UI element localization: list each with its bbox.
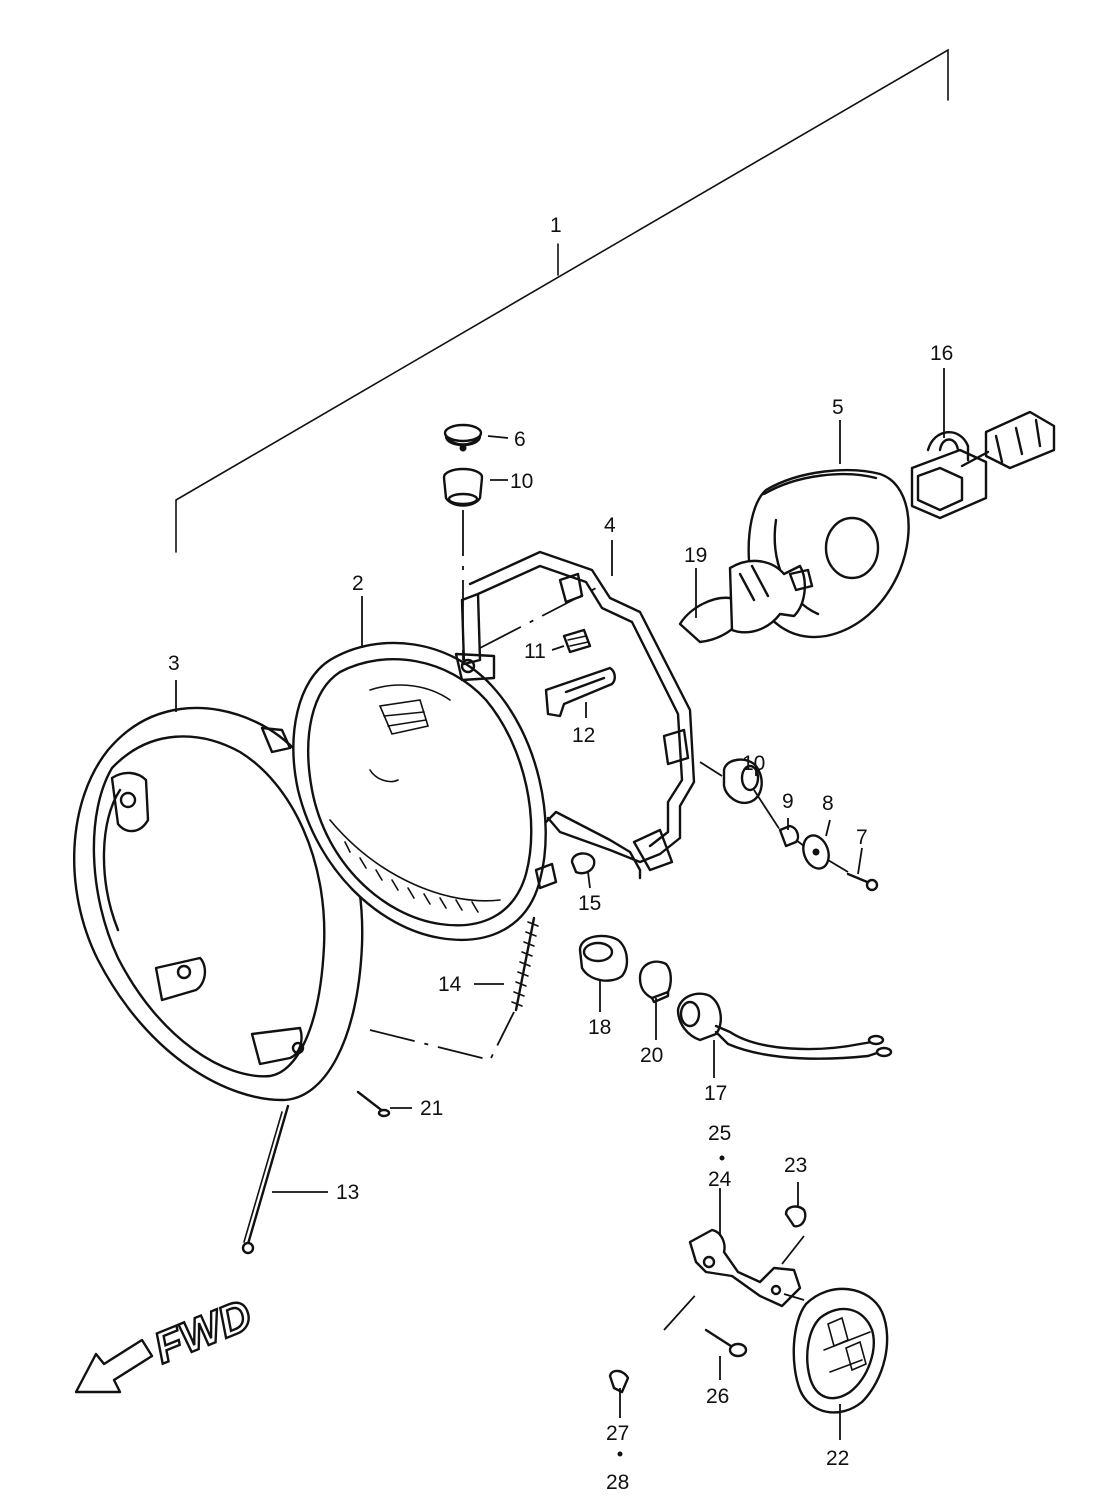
label-15: 15	[578, 892, 601, 915]
part-labels: 1 2 3 4 5 6 7 8 9 10 10 11 12 13 14 15 1…	[168, 214, 953, 1494]
adjusting-bracket	[544, 666, 616, 718]
label-13: 13	[336, 1181, 359, 1204]
clip-small	[608, 1369, 630, 1394]
label-23: 23	[784, 1154, 807, 1177]
label-16: 16	[930, 342, 953, 365]
grommet-top	[442, 467, 484, 507]
arrow-left-icon	[74, 1338, 154, 1394]
reflector	[792, 1287, 889, 1414]
label-26: 26	[706, 1385, 729, 1408]
label-22: 22	[826, 1447, 849, 1470]
label-12: 12	[572, 724, 595, 747]
label-9: 9	[782, 790, 794, 813]
label-17: 17	[704, 1082, 727, 1105]
screw-rim	[356, 1090, 391, 1118]
position-bulb	[638, 960, 672, 1004]
label-3: 3	[168, 652, 180, 675]
leader-lines	[175, 368, 945, 1457]
label-20: 20	[640, 1044, 663, 1067]
label-2: 2	[352, 572, 364, 595]
assembly-bracket	[175, 48, 949, 553]
label-5: 5	[832, 396, 844, 419]
label-4: 4	[604, 514, 616, 537]
rubber-cap	[443, 423, 483, 452]
bracket-nut	[784, 1205, 807, 1228]
label-10-side: 10	[742, 752, 765, 775]
clip	[562, 628, 592, 654]
collar	[778, 824, 800, 848]
adjuster-spring	[511, 916, 539, 1012]
label-14: 14	[438, 973, 462, 996]
screw-small	[846, 872, 879, 892]
label-27: 27	[606, 1422, 629, 1445]
grommet-side	[722, 758, 763, 805]
headlamp-housing	[460, 550, 696, 880]
bracket-screw	[704, 1328, 748, 1358]
label-25: 25	[708, 1122, 731, 1145]
fwd-label: FWD	[147, 1290, 258, 1373]
label-1: 1	[550, 214, 562, 237]
label-10-top: 10	[510, 470, 533, 493]
adjusting-screw	[241, 1104, 290, 1255]
label-8: 8	[822, 792, 834, 815]
washer	[802, 834, 830, 870]
label-11: 11	[524, 640, 546, 663]
label-19: 19	[684, 544, 707, 567]
label-24: 24	[708, 1168, 732, 1191]
assembly-lines	[369, 510, 849, 1331]
nut	[570, 852, 596, 875]
position-socket	[676, 992, 893, 1060]
forward-direction-marker: FWD	[74, 1289, 260, 1394]
headlight-bulb	[678, 559, 814, 644]
label-28: 28	[606, 1471, 629, 1494]
mounting-bracket	[688, 1228, 802, 1308]
headlamp-unit	[292, 641, 558, 942]
label-21: 21	[420, 1097, 443, 1120]
wiring-connector	[910, 410, 1056, 520]
socket-cap	[578, 934, 629, 982]
label-18: 18	[588, 1016, 611, 1039]
label-6: 6	[514, 428, 526, 451]
label-7: 7	[856, 826, 868, 849]
headlamp-rim	[72, 706, 364, 1102]
